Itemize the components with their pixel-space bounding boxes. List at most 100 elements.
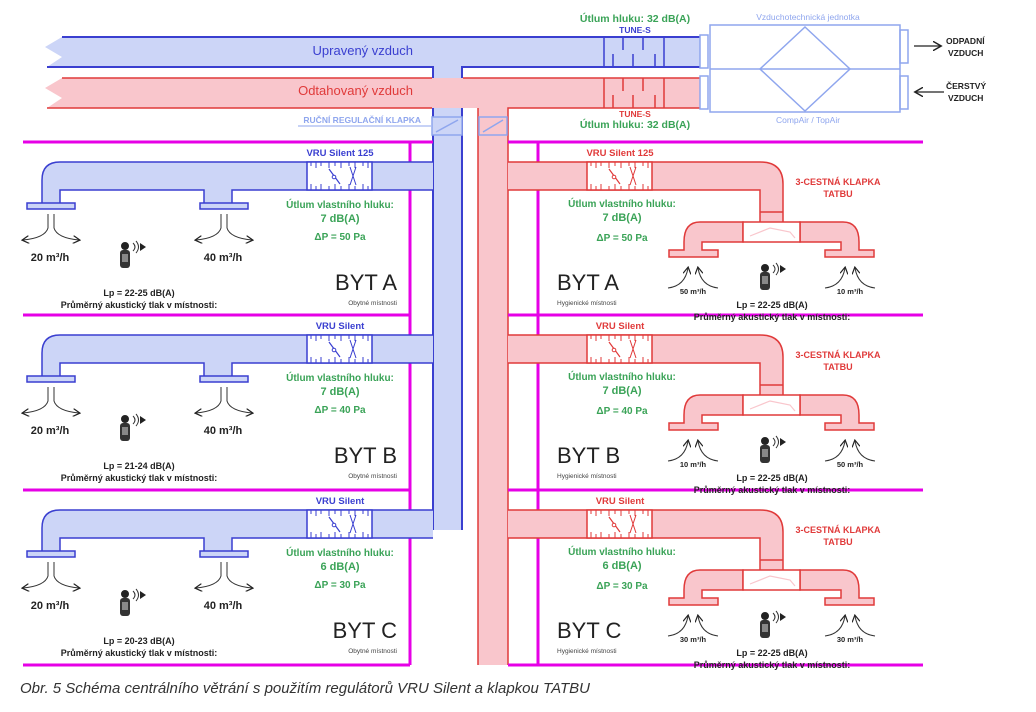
vru-silent-regulator	[586, 334, 653, 364]
airflow-out-icon	[196, 387, 252, 413]
room-type: Obytné místnosti	[348, 648, 397, 655]
attenuation-label: Útlum vlastního hluku:	[286, 198, 394, 211]
tatbu-3-way-damper	[742, 221, 801, 243]
sound-pressure-value: Lp = 22-25 dB(A)	[103, 288, 174, 298]
attenuation-label: Útlum vlastního hluku:	[286, 371, 394, 384]
supply-diffuser	[199, 550, 249, 558]
apartment-name: BYT A	[335, 270, 397, 295]
apartment-name: BYT B	[334, 443, 397, 468]
supply-diffuser	[199, 202, 249, 210]
flow-rate-right: 40 m³/h	[204, 600, 243, 612]
sound-level-meter-icon	[760, 610, 786, 638]
pressure-drop: ΔP = 40 Pa	[596, 406, 648, 417]
attenuation-label: Útlum vlastního hluku:	[568, 545, 676, 558]
apartment-name: BYT C	[333, 618, 398, 643]
building-walls	[23, 140, 923, 667]
airflow-in-icon	[667, 268, 719, 289]
sound-level-meter-icon	[760, 262, 786, 290]
silencer-top-attenuation: Útlum hluku: 32 dB(A)	[580, 12, 690, 25]
vru-label: VRU Silent	[316, 321, 365, 332]
sound-pressure-label: Průměrný akustický tlak v místnosti:	[61, 473, 218, 483]
silencer-extract	[603, 78, 665, 108]
vru-label: VRU Silent	[596, 496, 645, 507]
attenuation-value: 7 dB(A)	[602, 385, 641, 397]
air-handling-unit	[699, 24, 909, 113]
flow-rate-left: 30 m³/h	[680, 635, 707, 644]
apartment-name: BYT B	[557, 443, 620, 468]
airflow-out-icon	[196, 562, 252, 588]
sound-pressure-value: Lp = 22-25 dB(A)	[736, 300, 807, 310]
airflow-out-icon	[23, 562, 79, 588]
manual-damper-supply	[431, 116, 463, 136]
flow-rate-right: 50 m³/h	[837, 460, 864, 469]
vru-silent-regulator	[306, 334, 373, 364]
tatbu-label-line1: 3-CESTNÁ KLAPKA	[795, 525, 881, 535]
sound-pressure-label: Průměrný akustický tlak v místnosti:	[61, 300, 218, 310]
vru-label: VRU Silent	[316, 496, 365, 507]
airflow-out-icon	[23, 387, 79, 413]
apartment-name: BYT A	[557, 270, 619, 295]
room-type: Hygienické místnosti	[557, 300, 617, 307]
airflow-in-icon	[824, 268, 876, 289]
tatbu-3-way-damper	[742, 569, 801, 591]
sound-pressure-value: Lp = 22-25 dB(A)	[736, 473, 807, 483]
pressure-drop: ΔP = 30 Pa	[596, 581, 648, 592]
sound-pressure-value: Lp = 21-24 dB(A)	[103, 461, 174, 471]
silencer-supply	[603, 37, 665, 67]
vru-silent-regulator	[586, 509, 653, 539]
supply-diffuser	[26, 202, 76, 210]
vru-silent-regulator	[306, 161, 373, 191]
supply-diffuser	[26, 550, 76, 558]
ahu-model: CompAir / TopAir	[776, 115, 840, 125]
vru-label: VRU Silent	[596, 321, 645, 332]
attenuation-value: 7 dB(A)	[320, 386, 359, 398]
flow-rate-left: 20 m³/h	[31, 600, 70, 612]
silencer-top-name: TUNE-S	[619, 25, 651, 35]
sound-level-meter-icon	[120, 240, 146, 268]
main-supply-duct	[45, 36, 700, 530]
silencer-bottom-attenuation: Útlum hluku: 32 dB(A)	[580, 118, 690, 131]
tatbu-label-line2: TATBU	[823, 362, 852, 372]
tatbu-label-line2: TATBU	[823, 189, 852, 199]
attenuation-label: Útlum vlastního hluku:	[568, 197, 676, 210]
airflow-out-icon	[196, 214, 252, 240]
exhaust-label-line1: ODPADNÍ	[946, 36, 985, 46]
manual-damper-extract	[478, 116, 508, 136]
sound-pressure-label: Průměrný akustický tlak v místnosti:	[61, 648, 218, 658]
extract-duct-label: Odtahovaný vzduch	[298, 83, 413, 98]
sound-pressure-value: Lp = 22-25 dB(A)	[736, 648, 807, 658]
manual-damper-label: RUČNÍ REGULAČNÍ KLAPKA	[303, 114, 421, 125]
tatbu-label-line2: TATBU	[823, 537, 852, 547]
pressure-drop: ΔP = 40 Pa	[314, 405, 366, 416]
vru-silent-regulator	[306, 509, 373, 539]
ahu-title: Vzduchotechnická jednotka	[756, 12, 860, 22]
sound-pressure-label: Průměrný akustický tlak v místnosti:	[694, 660, 851, 670]
room-type: Obytné místnosti	[348, 473, 397, 480]
room-type: Hygienické místnosti	[557, 473, 617, 480]
supply-diffuser	[26, 375, 76, 383]
pressure-drop: ΔP = 30 Pa	[314, 580, 366, 591]
hygienic-rooms-section: VRU Silent 3-CESTNÁ KLAPKA TATBU Útlum vlas…	[508, 496, 881, 670]
exhaust-label-line2: VZDUCH	[948, 48, 983, 58]
sound-level-meter-icon	[760, 435, 786, 463]
room-type: Hygienické místnosti	[557, 648, 617, 655]
apartment-name: BYT C	[557, 618, 622, 643]
vru-label: VRU Silent 125	[586, 148, 654, 159]
airflow-in-icon	[667, 441, 719, 462]
attenuation-value: 7 dB(A)	[320, 213, 359, 225]
tatbu-label-line1: 3-CESTNÁ KLAPKA	[795, 350, 881, 360]
flow-rate-right: 10 m³/h	[837, 287, 864, 296]
flow-rate-right: 40 m³/h	[204, 425, 243, 437]
sound-level-meter-icon	[120, 588, 146, 616]
silencer-bottom-name: TUNE-S	[619, 109, 651, 119]
fresh-label-line2: VZDUCH	[948, 93, 983, 103]
supply-diffuser	[199, 375, 249, 383]
pressure-drop: ΔP = 50 Pa	[314, 232, 366, 243]
